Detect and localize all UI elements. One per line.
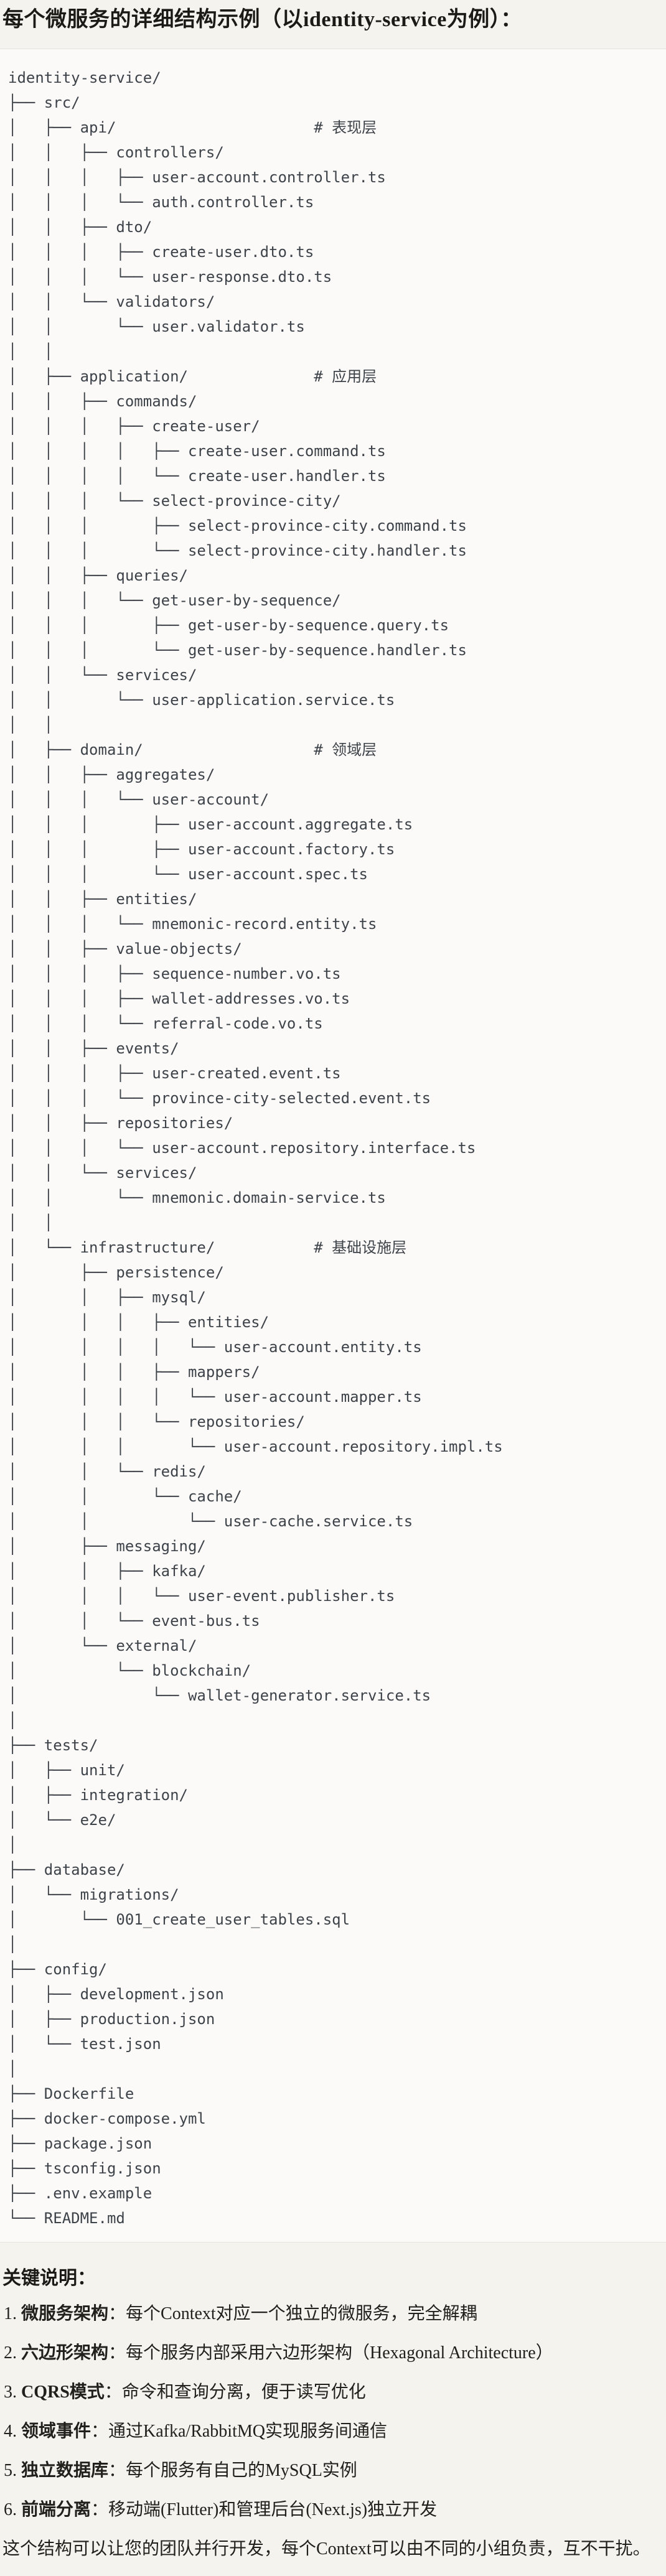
note-text: ：每个服务有自己的MySQL实例 <box>108 2461 357 2481</box>
note-item: 5.独立数据库：每个服务有自己的MySQL实例 <box>4 2458 659 2484</box>
page-title: 每个微服务的详细结构示例（以identity-service为例）： <box>2 8 522 31</box>
note-label: 六边形架构 <box>21 2343 109 2363</box>
note-text: ：每个Context对应一个独立的微服务，完全解耦 <box>108 2304 477 2324</box>
note-text: ：移动端(Flutter)和管理后台(Next.js)独立开发 <box>91 2500 438 2520</box>
note-item: 6.前端分离：移动端(Flutter)和管理后台(Next.js)独立开发 <box>4 2497 659 2523</box>
note-number: 5. <box>4 2461 17 2481</box>
note-item: 1.微服务架构：每个Context对应一个独立的微服务，完全解耦 <box>4 2301 659 2327</box>
note-item: 3.CQRS模式：命令和查询分离，便于读写优化 <box>4 2379 659 2406</box>
code-block: identity-service/ ├── src/ │ ├── api/ # … <box>0 49 666 2243</box>
note-label: CQRS模式 <box>21 2382 105 2402</box>
note-label: 前端分离 <box>21 2500 91 2520</box>
note-number: 4. <box>4 2422 17 2442</box>
notes-section: 关键说明： 1.微服务架构：每个Context对应一个独立的微服务，完全解耦 2… <box>0 2242 666 2576</box>
note-label: 微服务架构 <box>21 2304 109 2324</box>
note-number: 3. <box>4 2382 17 2402</box>
note-text: ：命令和查询分离，便于读写优化 <box>104 2382 366 2402</box>
note-number: 2. <box>4 2343 17 2363</box>
note-text: ：通过Kafka/RabbitMQ实现服务间通信 <box>91 2422 387 2442</box>
note-label: 领域事件 <box>21 2422 91 2442</box>
notes-list: 1.微服务架构：每个Context对应一个独立的微服务，完全解耦 2.六边形架构… <box>2 2301 659 2523</box>
note-item: 2.六边形架构：每个服务内部采用六边形架构（Hexagonal Architec… <box>4 2340 659 2366</box>
note-number: 6. <box>4 2500 17 2520</box>
closing-paragraph: 这个结构可以让您的团队并行开发，每个Context可以由不同的小组负责，互不干扰… <box>2 2539 650 2559</box>
note-number: 1. <box>4 2304 17 2324</box>
note-label: 独立数据库 <box>21 2461 109 2481</box>
note-text: ：每个服务内部采用六边形架构（Hexagonal Architecture） <box>108 2343 553 2363</box>
directory-tree: identity-service/ ├── src/ │ ├── api/ # … <box>8 69 503 2228</box>
document-page: 每个微服务的详细结构示例（以identity-service为例）： ident… <box>0 6 666 2576</box>
note-item: 4.领域事件：通过Kafka/RabbitMQ实现服务间通信 <box>4 2419 659 2445</box>
notes-heading: 关键说明： <box>2 2268 96 2289</box>
